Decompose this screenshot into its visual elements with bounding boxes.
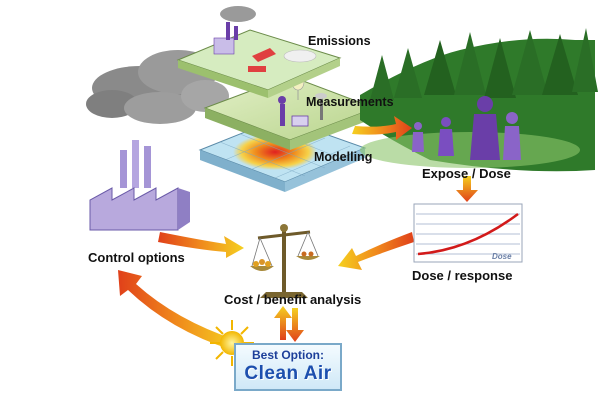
label-expose-dose: Expose / Dose <box>422 166 511 181</box>
arrow-to-dose-chart <box>456 176 478 202</box>
label-control-options: Control options <box>88 250 185 265</box>
best-option-value: Clean Air <box>244 363 332 384</box>
label-cost-benefit: Cost / benefit analysis <box>224 292 362 307</box>
arrow-to-factory <box>118 270 236 350</box>
best-option-prefix: Best Option: <box>252 348 324 362</box>
best-option-box: Best Option: Clean Air <box>234 343 342 391</box>
dose-chart-tag: Dose <box>492 252 512 261</box>
label-emissions: Emissions <box>308 34 371 48</box>
label-measurements: Measurements <box>306 95 394 109</box>
label-modelling: Modelling <box>314 150 373 164</box>
arrow-to-scales-right <box>338 232 414 270</box>
flow-arrows <box>118 116 478 350</box>
arrow-to-exposure <box>352 116 412 140</box>
factory-icon <box>89 140 190 231</box>
layer-stack-icon <box>176 6 377 192</box>
arrow-down <box>286 308 304 342</box>
arrow-to-scales-left <box>158 232 244 258</box>
arrow-up <box>274 306 292 340</box>
label-dose-response: Dose / response <box>412 268 513 283</box>
people-icon <box>412 96 521 160</box>
dose-chart-icon <box>413 203 523 263</box>
scales-icon <box>250 224 320 298</box>
